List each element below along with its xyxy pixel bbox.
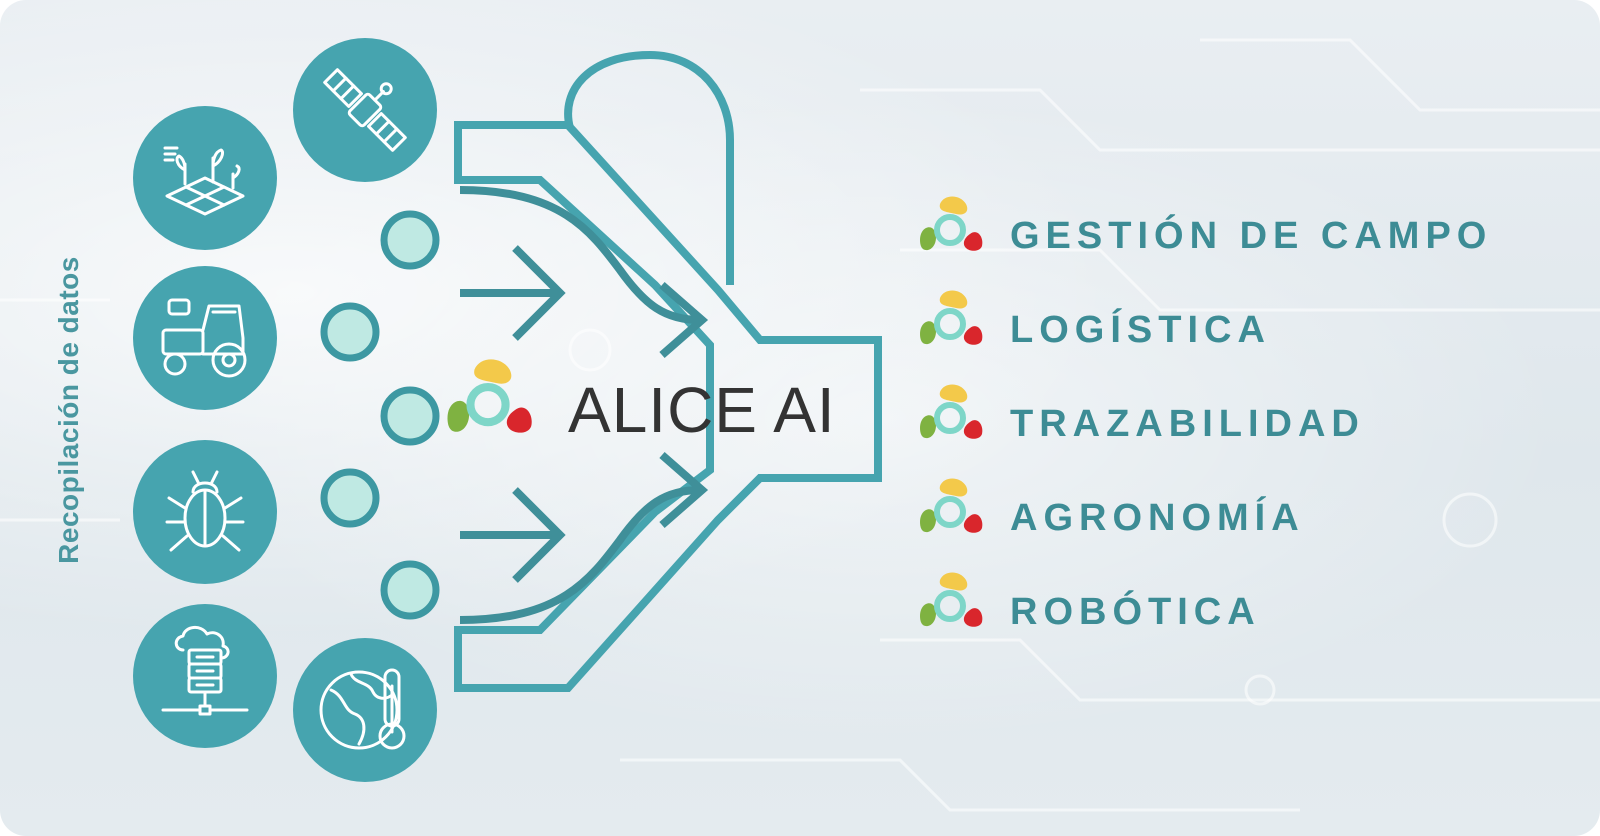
output-item-3: TRAZABILIDAD	[920, 385, 1365, 445]
logo-bullet-icon	[920, 573, 982, 627]
output-label: LOGÍSTICA	[1010, 307, 1271, 351]
input-arrows	[459, 186, 709, 624]
bug-icon	[165, 470, 245, 552]
globe-thermometer-icon	[319, 668, 406, 750]
output-label: ROBÓTICA	[1010, 589, 1261, 633]
smart-farming-field-icon	[163, 146, 245, 216]
source-tractor	[133, 266, 277, 410]
logo-bullet-icon	[920, 385, 982, 439]
output-item-2: LOGÍSTICA	[920, 291, 1271, 351]
source-smart-field	[133, 106, 277, 250]
logo-bullet-icon	[920, 197, 982, 251]
output-label: GESTIÓN DE CAMPO	[1010, 213, 1492, 257]
background-circuit-lines	[0, 38, 1600, 812]
output-item-1: GESTIÓN DE CAMPO	[920, 197, 1492, 257]
dot-4	[320, 468, 380, 528]
logo-bullet-icon	[920, 479, 982, 533]
source-globe-thermometer	[293, 638, 437, 782]
input-dots	[320, 210, 440, 620]
tractor-icon	[161, 298, 247, 378]
arrow-curve-upper	[459, 186, 709, 359]
output-item-4: AGRONOMÍA	[920, 479, 1305, 539]
satellite-icon	[323, 68, 407, 152]
dot-2	[320, 302, 380, 362]
output-item-5: ROBÓTICA	[920, 573, 1261, 633]
output-label: TRAZABILIDAD	[1010, 403, 1365, 445]
arrow-lower	[460, 487, 566, 583]
side-label: Recopilación de datos	[53, 256, 84, 564]
funnel-outline	[454, 121, 882, 692]
arrow-curve-lower	[459, 451, 709, 624]
dot-3	[380, 386, 440, 446]
center-logo	[448, 359, 532, 432]
source-satellite	[293, 38, 437, 182]
dot-1	[380, 210, 440, 270]
center-title: ALICE AI	[568, 374, 836, 446]
dot-5	[380, 560, 440, 620]
cloud-server-icon	[161, 626, 249, 716]
source-bug	[133, 440, 277, 584]
source-cloud-server	[133, 604, 277, 748]
funnel-top-loop	[564, 50, 734, 285]
arrow-upper	[460, 245, 566, 341]
logo-bullet-icon	[920, 291, 982, 345]
output-label: AGRONOMÍA	[1010, 495, 1305, 539]
